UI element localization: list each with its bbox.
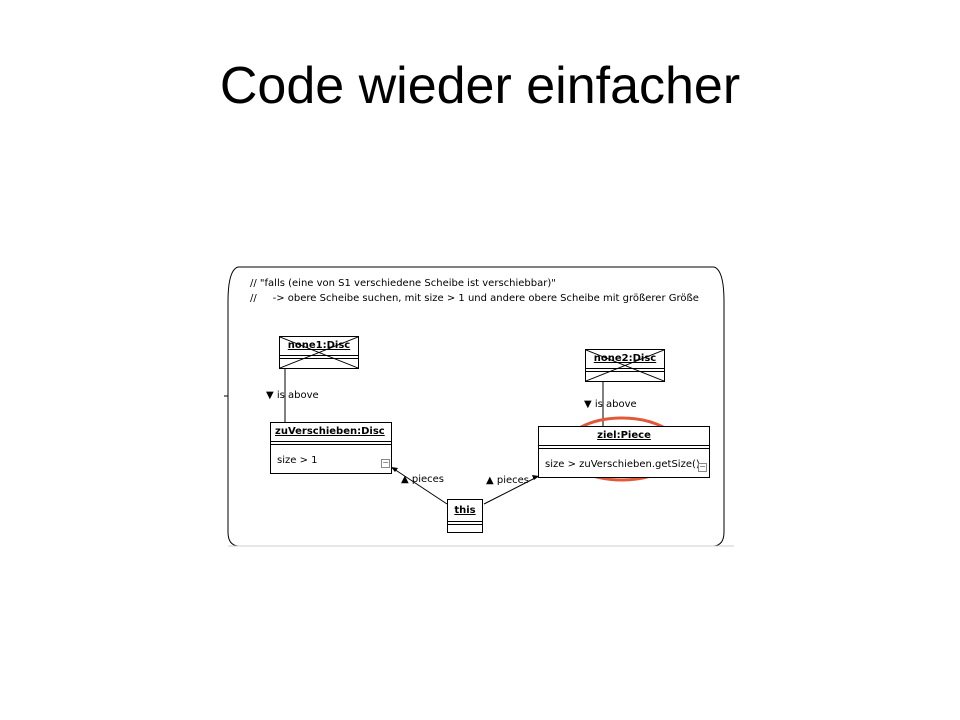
arrow-up-icon: ▲ xyxy=(401,474,412,485)
negation-cross xyxy=(280,337,358,368)
edge-label-is-above-right: ▼ is above xyxy=(584,399,637,410)
negation-cross xyxy=(586,350,664,381)
node-zuverschieben-constraint: size > 1 xyxy=(277,455,318,466)
node-none1-title: none1:Disc xyxy=(287,340,351,351)
edge-label-pieces-right: ▲ pieces xyxy=(486,475,530,486)
edge-pieces-left xyxy=(390,466,448,505)
collapse-icon[interactable]: − xyxy=(698,462,707,472)
node-this-title: this xyxy=(454,505,476,516)
node-ziel-constraint: size > zuVerschieben.getSize() xyxy=(545,459,700,470)
comment-line-1: // "falls (eine von S1 verschiedene Sche… xyxy=(250,278,556,289)
collapse-icon[interactable]: − xyxy=(381,458,390,468)
node-ziel-title: ziel:Piece xyxy=(597,430,651,441)
edge-label-pieces-left: ▲ pieces xyxy=(401,474,445,485)
edge-pieces-right xyxy=(483,475,540,505)
arrow-down-icon: ▼ xyxy=(584,399,595,410)
arrow-up-icon: ▲ xyxy=(486,475,497,486)
node-zuverschieben[interactable]: zuVerschieben:Disc size > 1 − xyxy=(270,422,392,474)
node-none1[interactable]: none1:Disc xyxy=(279,336,359,369)
node-zuverschieben-title: zuVerschieben:Disc xyxy=(275,426,385,437)
story-pattern-diagram: // "falls (eine von S1 verschiedene Sche… xyxy=(224,262,740,552)
node-none2[interactable]: none2:Disc xyxy=(585,349,665,382)
node-this[interactable]: this xyxy=(447,499,483,533)
arrow-down-icon: ▼ xyxy=(266,390,277,401)
activity-frame xyxy=(227,266,239,547)
slide-title: Code wieder einfacher xyxy=(219,57,741,115)
node-none2-title: none2:Disc xyxy=(593,353,657,364)
comment-line-2: // -> obere Scheibe suchen, mit size > 1… xyxy=(250,293,699,304)
edge-label-is-above-left: ▼ is above xyxy=(266,390,319,401)
node-ziel[interactable]: ziel:Piece size > zuVerschieben.getSize(… xyxy=(538,426,710,478)
